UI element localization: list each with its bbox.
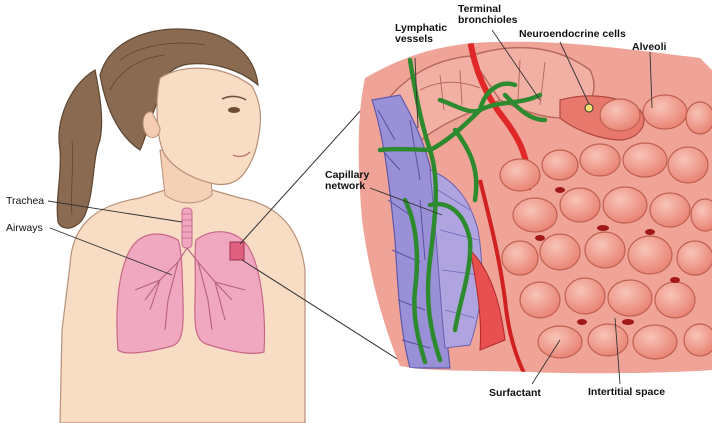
airways-label: Airways — [6, 223, 43, 234]
capillary-network-label: Capillary network — [325, 170, 381, 192]
alveoli-label: Alveoli — [632, 42, 666, 53]
terminal-bronchioles-label: Terminal bronchioles — [458, 4, 528, 26]
neuroendocrine-cell — [585, 104, 593, 112]
girl-figure — [57, 29, 305, 423]
surfactant-label: Surfactant — [489, 388, 541, 399]
magnified-region — [230, 242, 244, 260]
trachea-label: Trachea — [6, 196, 44, 207]
magnified-tissue — [355, 40, 714, 380]
neuroendocrine-cells-label: Neuroendocrine cells — [519, 29, 626, 40]
interstitial-space-label: Intertitial space — [588, 387, 665, 398]
lymphatic-vessels-label: Lymphatic vessels — [395, 23, 453, 45]
hair-ponytail — [57, 70, 101, 228]
eye — [228, 107, 240, 113]
